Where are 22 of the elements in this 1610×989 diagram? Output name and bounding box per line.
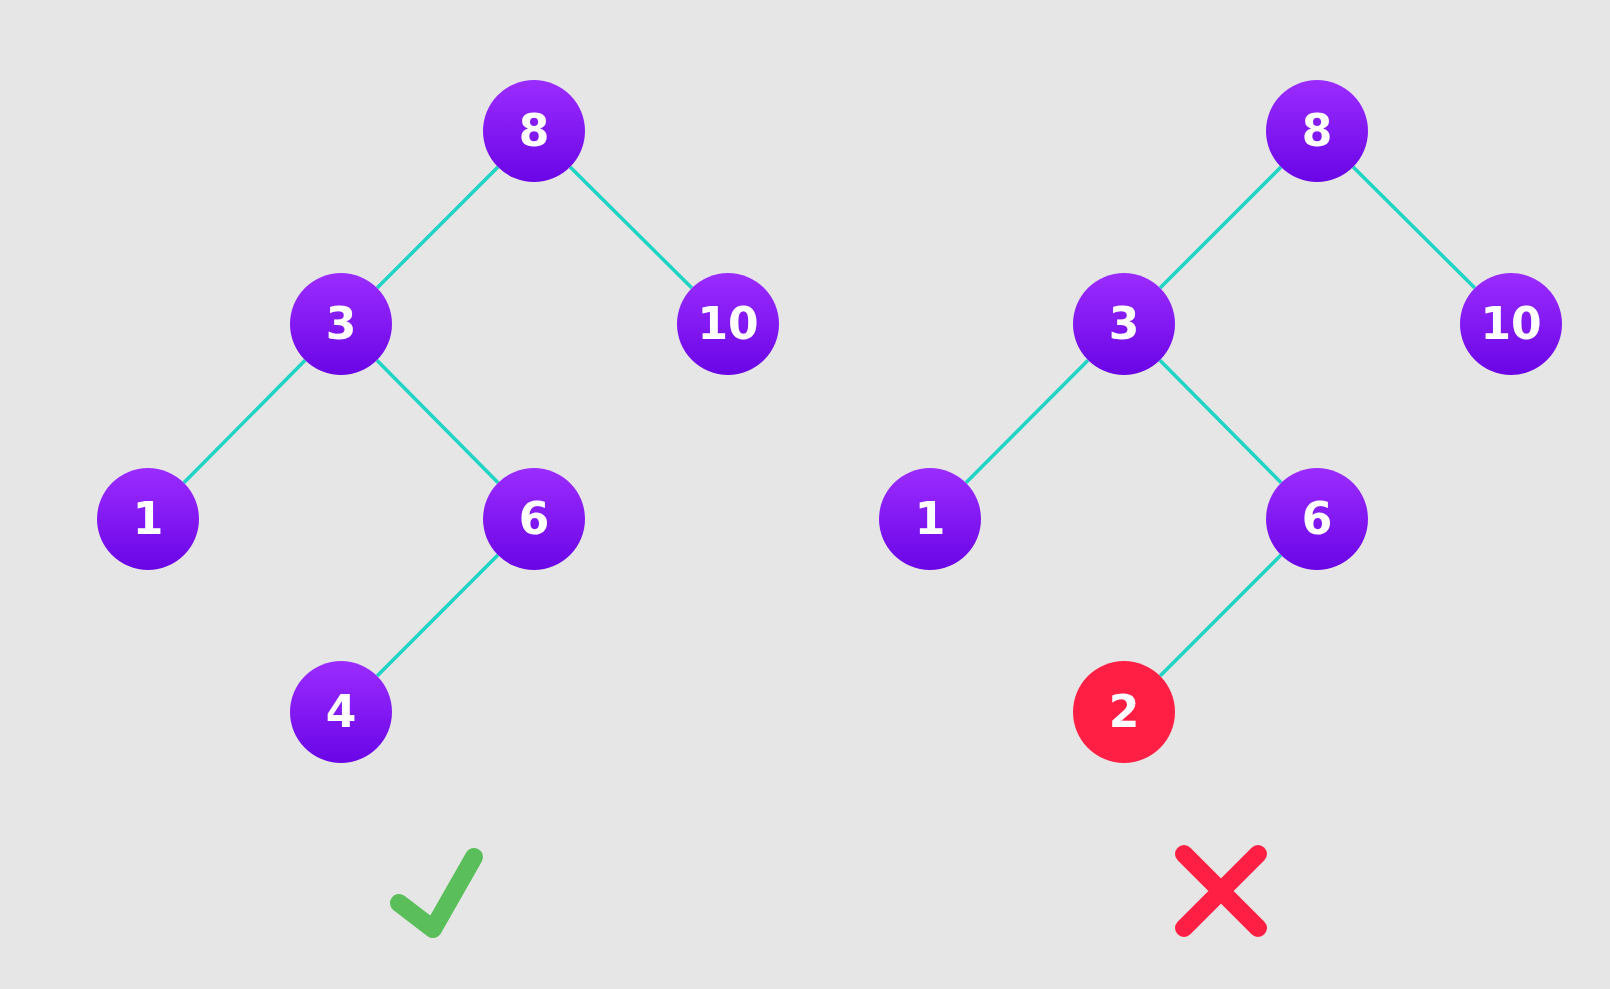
node-value: 3 (325, 302, 357, 346)
node-value: 6 (518, 497, 550, 541)
connector-line (1158, 553, 1283, 678)
node-value: 8 (518, 109, 550, 153)
node-value: 2 (1108, 690, 1140, 734)
connector-line (964, 358, 1090, 485)
connector-line (375, 165, 500, 290)
node-value: 1 (132, 497, 164, 541)
connector-line (375, 359, 500, 484)
node-value: 3 (1108, 302, 1140, 346)
node-value: 4 (325, 690, 357, 734)
node-value: 10 (1480, 302, 1542, 346)
connector-line (182, 359, 307, 484)
connector-line (1158, 359, 1283, 484)
connector-line (1158, 165, 1283, 290)
node-value: 8 (1301, 109, 1333, 153)
node-value: 6 (1301, 497, 1333, 541)
node-value: 1 (914, 497, 946, 541)
node-value: 10 (697, 302, 759, 346)
connector-line (568, 165, 694, 290)
connector-line (375, 553, 500, 678)
connector-line (1351, 165, 1477, 290)
